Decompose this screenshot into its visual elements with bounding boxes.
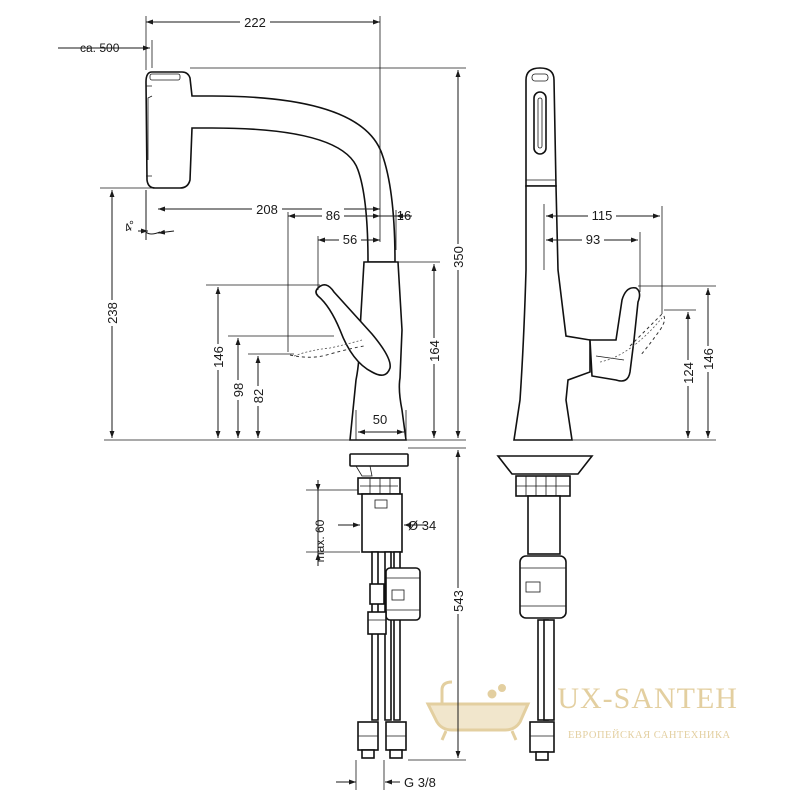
dim-lever-height-146: 146	[211, 346, 226, 368]
watermark-brand: LUX-SANTEH	[538, 682, 738, 715]
lever-handle	[315, 284, 391, 376]
dim-side-lever-115: 115	[592, 208, 613, 223]
dim-lever-height-98: 98	[231, 383, 246, 397]
dim-side-lever-146: 146	[701, 348, 716, 370]
dim-overall-reach: 222	[244, 15, 266, 30]
front-view-faucet	[145, 71, 421, 759]
dim-spout-tilt: 4°	[122, 218, 139, 236]
side-body	[513, 185, 591, 441]
watermark-tagline: ЕВРОПЕЙСКАЯ САНТЕХНИКА	[568, 729, 731, 741]
dim-body-offset: 16	[397, 208, 411, 223]
dim-total-height: 350	[451, 246, 466, 268]
side-lever	[589, 286, 641, 382]
watermark: LUX-SANTEH ЕВРОПЕЙСКАЯ САНТЕХНИКА	[425, 680, 738, 741]
spout	[145, 71, 396, 263]
dim-body-height: 164	[427, 340, 442, 362]
bathtub-icon	[425, 680, 531, 741]
side-view-faucet	[496, 67, 666, 761]
dim-outlet-height: 238	[105, 302, 120, 324]
dim-hole-diameter: Ø 34	[408, 518, 436, 533]
dim-side-lever-93: 93	[586, 232, 600, 247]
dim-connection-thread: G 3/8	[404, 775, 436, 790]
dim-hose-length: 543	[451, 590, 466, 612]
dim-spout-to-aerator: 208	[256, 202, 278, 217]
dim-lever-height-82: 82	[251, 389, 266, 403]
dim-base-diameter: 50	[373, 412, 387, 427]
dim-side-lever-124: 124	[681, 362, 696, 384]
dim-deck-thickness: max. 60	[313, 519, 327, 562]
dim-lever-reach-86: 86	[326, 208, 340, 223]
dim-lever-reach-56: 56	[343, 232, 357, 247]
dimension-labels: 222 ca. 500 208 86 16 56 4° 238 146 98 8…	[80, 14, 716, 790]
dim-pullout-length: ca. 500	[80, 41, 120, 55]
